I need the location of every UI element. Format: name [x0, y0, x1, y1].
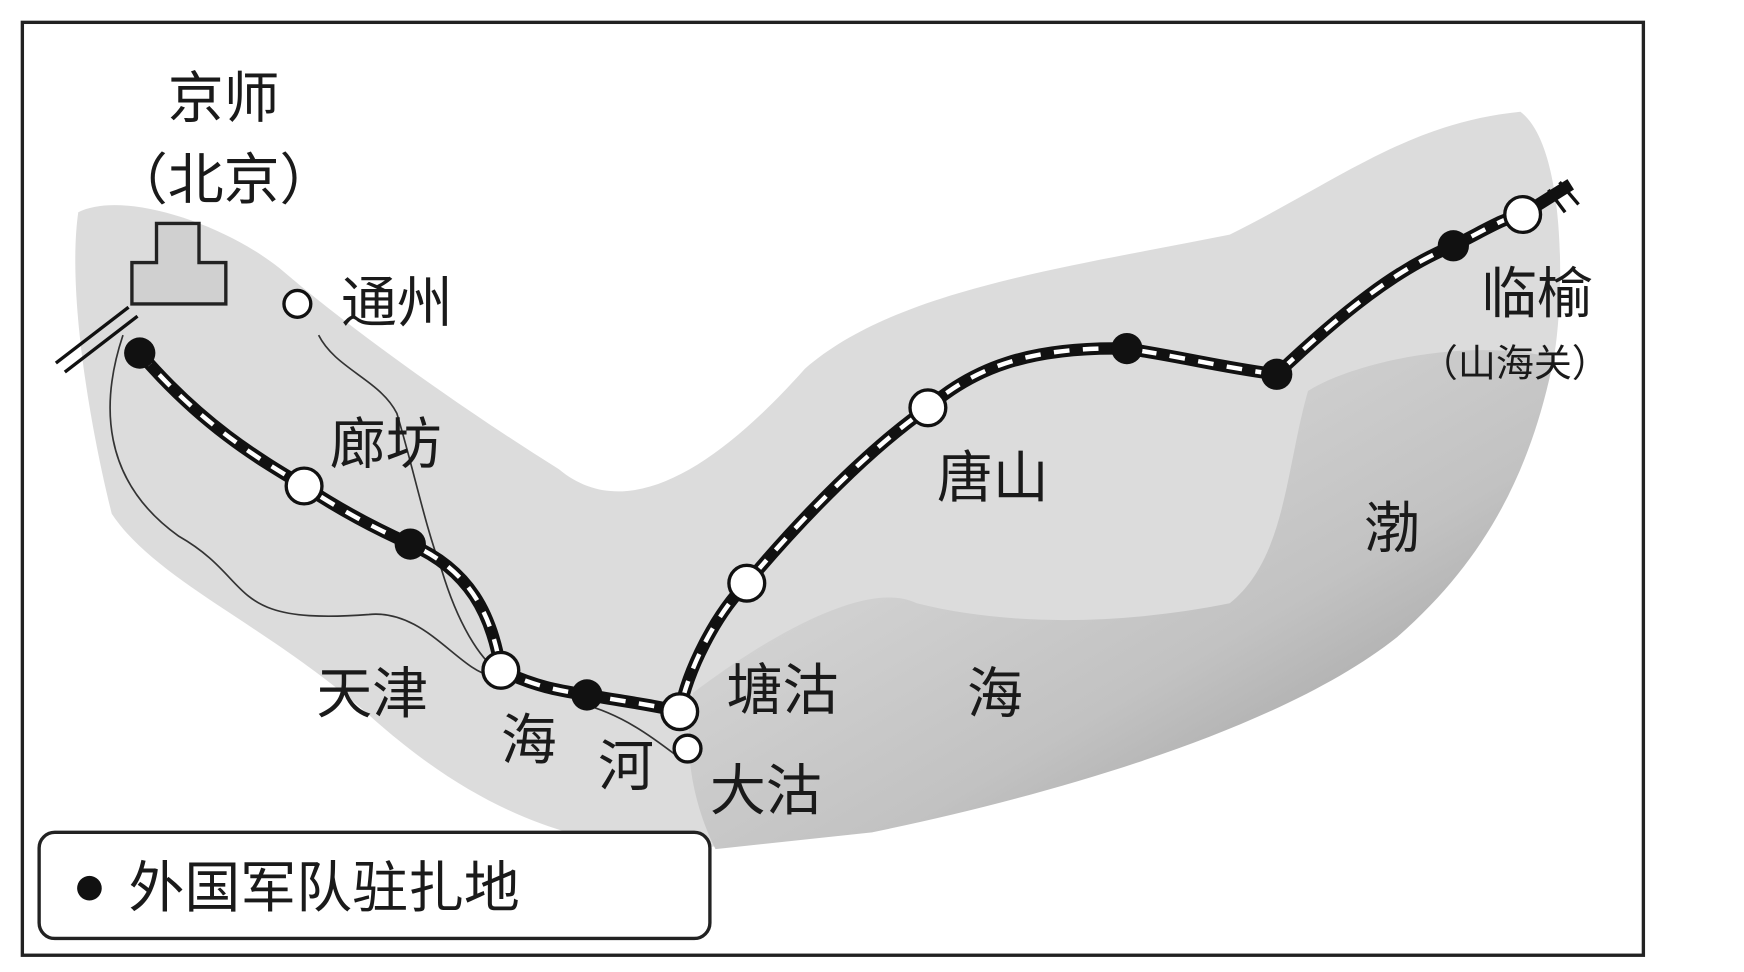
river: [109, 334, 493, 677]
label-tangshan: 唐山: [937, 446, 1049, 511]
towns: [282, 194, 1543, 764]
river: [317, 334, 498, 672]
town-marker-tangshan: [908, 388, 948, 428]
town-marker-tianjin: [481, 650, 521, 690]
town-marker-linyu: [1503, 194, 1543, 235]
troop-site-dot: [1437, 230, 1469, 262]
troop-site-dot: [394, 528, 426, 560]
town-marker-tongzhou: [282, 288, 313, 319]
town-marker: [727, 563, 767, 603]
label-tanggu: 塘沽: [727, 658, 839, 723]
beijing-city-symbol: [130, 221, 228, 306]
town-marker-langfang: [284, 466, 324, 506]
label-dagu: 大沽: [710, 759, 822, 824]
town-marker-dagu: [672, 733, 703, 764]
label-tongzhou: 通州: [341, 271, 453, 336]
label-haihe-hai: 海: [501, 709, 557, 774]
rail-end-tick: [1547, 181, 1580, 214]
label-bohai-hai: 海: [967, 662, 1023, 727]
label-capital: 京师: [168, 66, 280, 131]
railway-line-dashes: [138, 212, 1524, 715]
rail-line-to-beijing: [54, 305, 139, 374]
legend: 外国军队驻扎地: [37, 830, 712, 941]
label-shanhaiguan: （山海关）: [1420, 342, 1610, 386]
label-bohai-bo: 渤: [1364, 496, 1420, 561]
label-capital-modern: （北京）: [112, 148, 336, 213]
bohai-sea: [688, 350, 1554, 850]
troop-site-dot: [1111, 332, 1143, 365]
legend-label: 外国军队驻扎地: [129, 856, 520, 921]
foreign-troop-sites: [124, 230, 1469, 711]
troop-site-dot: [1261, 358, 1293, 390]
town-marker-tanggu: [660, 692, 700, 732]
legend-troop-dot-icon: [77, 875, 102, 901]
troop-site-dot: [124, 337, 156, 369]
legend-box: [37, 830, 712, 941]
label-linyu: 临榆: [1481, 262, 1593, 327]
label-langfang: 廊坊: [330, 413, 442, 478]
troop-site-dot: [571, 679, 603, 711]
label-haihe-he: 河: [598, 734, 654, 799]
label-tianjin: 天津: [316, 662, 428, 727]
